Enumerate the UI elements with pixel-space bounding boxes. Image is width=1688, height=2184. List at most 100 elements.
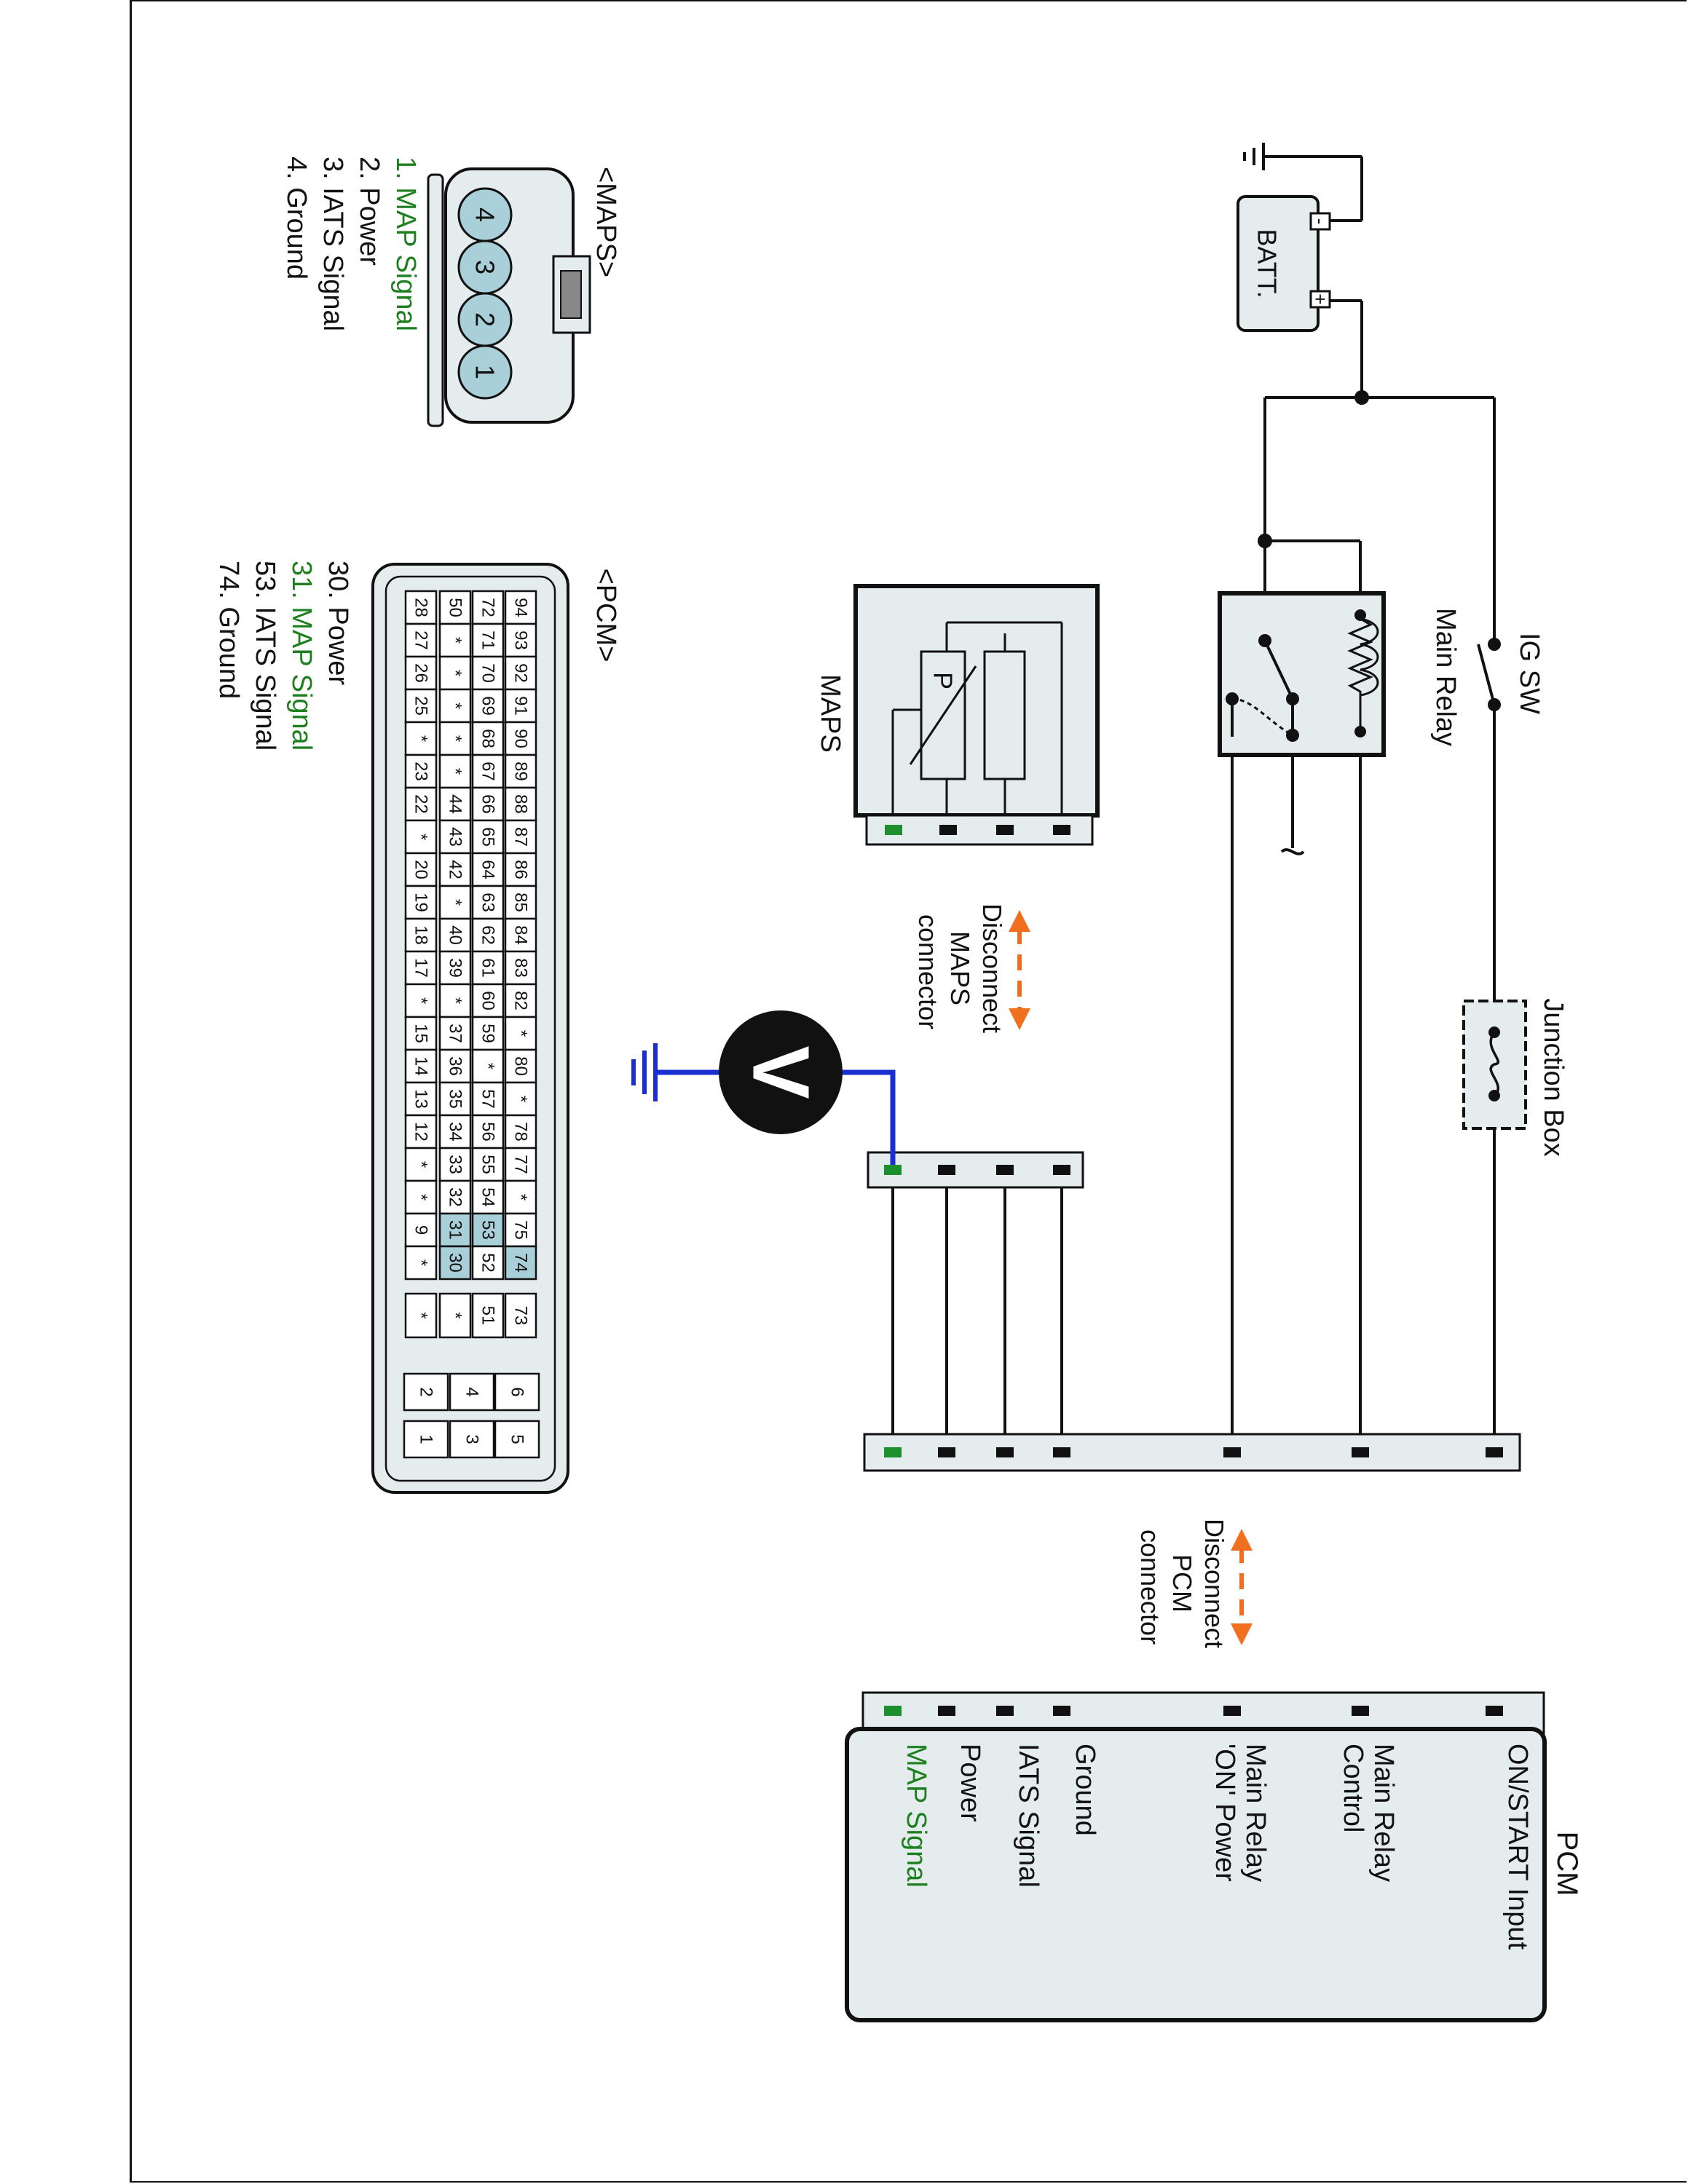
pcm-cell-label: 9: [411, 1225, 431, 1235]
pcm-cell-label: 36: [446, 1056, 465, 1076]
pcm-cell-label: *: [411, 997, 431, 1004]
pcm-cell-label: 14: [411, 1056, 431, 1076]
pcm-cell-label: 92: [511, 663, 531, 683]
pcm-cell-label: 93: [511, 630, 531, 650]
pcm-pin-terminal: [938, 1706, 955, 1716]
pcm-cell-label: 88: [511, 794, 531, 814]
pcm-pin-label: Ground: [1070, 1744, 1100, 1836]
pcm-cell-label: 73: [511, 1306, 531, 1326]
pcm-cell: [438, 622, 472, 658]
pcm-cell: [404, 950, 438, 986]
pcm-cell: [504, 1245, 537, 1281]
pcm-cell: [438, 721, 472, 756]
disconnect-maps-line-1: Disconnect: [977, 903, 1007, 1033]
pcm-cell: [504, 1147, 537, 1182]
pcm-pin-label-line: MAP Signal: [901, 1744, 931, 1888]
pcm-cell: [404, 917, 438, 953]
pcm-connector-title: <PCM>: [591, 569, 621, 662]
pcm-cell: [471, 688, 505, 724]
maps-harness-connector: [867, 1151, 1084, 1189]
pcm-cell: [438, 917, 472, 953]
maps-pin-number: 4: [470, 207, 500, 222]
pcm-cell-label: 71: [478, 630, 498, 650]
pcm-power-cell: [494, 1372, 540, 1412]
pcm-cell-label: 28: [411, 598, 431, 617]
pcm-power-cell-label: 5: [508, 1434, 527, 1444]
pcm-cell: [504, 622, 537, 658]
pcm-cell: [504, 917, 537, 953]
pcm-cell: [471, 1016, 505, 1051]
pcm-cell-label: 32: [446, 1187, 465, 1207]
pcm-cell-label: 94: [511, 598, 531, 617]
pcm-cell: [438, 1179, 472, 1215]
pcm-title: PCM: [1551, 1832, 1583, 1896]
pcm-cell: [404, 819, 438, 855]
pcm-cell: [404, 1048, 438, 1084]
pcm-cell-label: 75: [511, 1220, 531, 1240]
pcm-cell: [471, 1179, 505, 1215]
pcm-cell: [404, 983, 438, 1018]
pcm-cell-label: 13: [411, 1089, 431, 1109]
pcm-cell-label: 77: [511, 1155, 531, 1174]
junction-dot: [1258, 534, 1272, 548]
pcm-power-cell-label: 6: [508, 1387, 527, 1396]
pcm-cell: [471, 1245, 505, 1281]
maps-pin-2: [939, 825, 957, 835]
pcm-power-cell: [494, 1420, 540, 1459]
pcm-cell: [404, 1114, 438, 1150]
maps-label: MAPS: [815, 674, 845, 753]
wire-break-icon: [1280, 848, 1305, 855]
pcm-cell: [404, 1179, 438, 1215]
pcm-cell-label: 52: [478, 1253, 498, 1273]
pcm-cell: [504, 786, 537, 822]
pcm-cell-label: 87: [511, 827, 531, 847]
pcm-cell: [504, 983, 537, 1018]
disconnect-maps-label: Disconnect MAPS connector: [913, 903, 1007, 1040]
pcm-cell-label: 51: [478, 1306, 498, 1326]
pcm-cell: [404, 1292, 438, 1339]
pcm-cell-label: 72: [478, 598, 498, 617]
pcm-cell-label: 61: [478, 958, 498, 978]
pcm-cell: [438, 983, 472, 1018]
pcm-cell-label: *: [411, 735, 431, 742]
pcm-cell-label: 35: [446, 1089, 465, 1109]
pcm-power-cell: [403, 1372, 449, 1412]
pcm-cell: [438, 1292, 472, 1339]
pcm-power-cell-label: 2: [417, 1387, 436, 1396]
pcm-cell: [504, 1292, 537, 1339]
pcm-cell-label: 39: [446, 958, 465, 978]
battery-neg-label: -: [1309, 218, 1331, 225]
pcm-cell-label: 17: [411, 958, 431, 978]
pcm-pin-label: Main RelayControl: [1338, 1744, 1399, 1882]
pcm-cell-label: 89: [511, 761, 531, 781]
pcm-pin-label: Power: [955, 1744, 985, 1822]
pcm-pin-label-line: Power: [955, 1744, 985, 1822]
pcm-cell-label: 20: [411, 860, 431, 879]
pcm-cell-label: 25: [411, 696, 431, 716]
pcm-cell-label: 78: [511, 1122, 531, 1142]
pcm-cell: [438, 1114, 472, 1150]
maps-legend-item: 4. Ground: [281, 157, 312, 280]
pcm-cell-label: 34: [446, 1122, 465, 1142]
pcm-cell-label: 80: [511, 1056, 531, 1076]
pcm-pin-terminal: [1486, 1706, 1503, 1716]
pcm-cell: [438, 852, 472, 887]
pcm-cell-label: 84: [511, 925, 531, 945]
pcm-cell-label: 68: [478, 729, 498, 748]
pcm-pin-label-line: Control: [1338, 1744, 1368, 1833]
ground-icon: [631, 1043, 658, 1101]
pcm-cell: [438, 1016, 472, 1051]
pcm-legend-item: 74. Ground: [213, 561, 244, 699]
pcm-cell: [438, 1245, 472, 1281]
pcm-pin-terminal: [884, 1706, 902, 1716]
disconnect-pcm-line-1: Disconnect: [1199, 1519, 1229, 1648]
pcm-cell: [438, 688, 472, 724]
maps-p-label: P: [928, 672, 958, 689]
pcm-cell-label: 82: [511, 991, 531, 1010]
pcm-cell: [471, 721, 505, 756]
pcm-cell-label: 65: [478, 827, 498, 847]
pcm-cell-label: *: [446, 768, 465, 775]
pcm-cell-label: *: [446, 899, 465, 906]
